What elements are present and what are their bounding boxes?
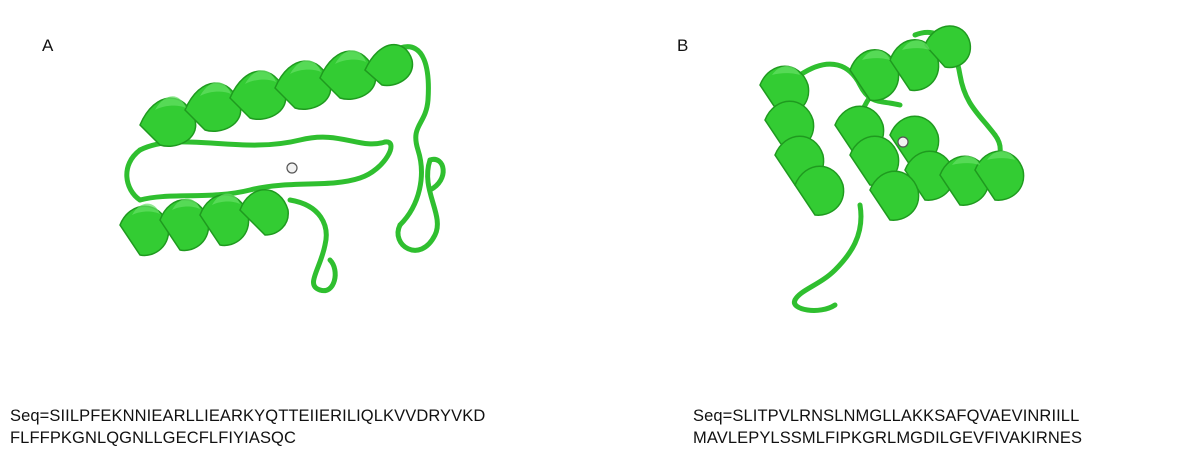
protein-structure-icon <box>740 5 1050 340</box>
panel-b: B <box>600 0 1193 452</box>
sequence-text: Seq=SLITPVLRNSLNMGLLAKKSAFQVAEVINRIILL M… <box>693 405 1082 449</box>
sequence-line-1: Seq=SLITPVLRNSLNMGLLAKKSAFQVAEVINRIILL <box>693 407 1079 425</box>
panel-label: B <box>677 36 688 56</box>
panel-label: A <box>42 36 53 56</box>
sequence-line-2: MAVLEPYLSSMLFIPKGRLMGDILGEVFIVAKIRNES <box>693 429 1082 447</box>
sequence-line-1: Seq=SIILPFEKNNIEARLLIEARKYQTTEIIERILIQLK… <box>10 407 485 425</box>
sequence-line-2: FLFFPKGNLQGNLLGECFLFIYIASQC <box>10 429 296 447</box>
protein-structure-icon <box>100 30 470 310</box>
panel-a: A <box>0 0 600 452</box>
sequence-text: Seq=SIILPFEKNNIEARLLIEARKYQTTEIIERILIQLK… <box>10 405 485 449</box>
